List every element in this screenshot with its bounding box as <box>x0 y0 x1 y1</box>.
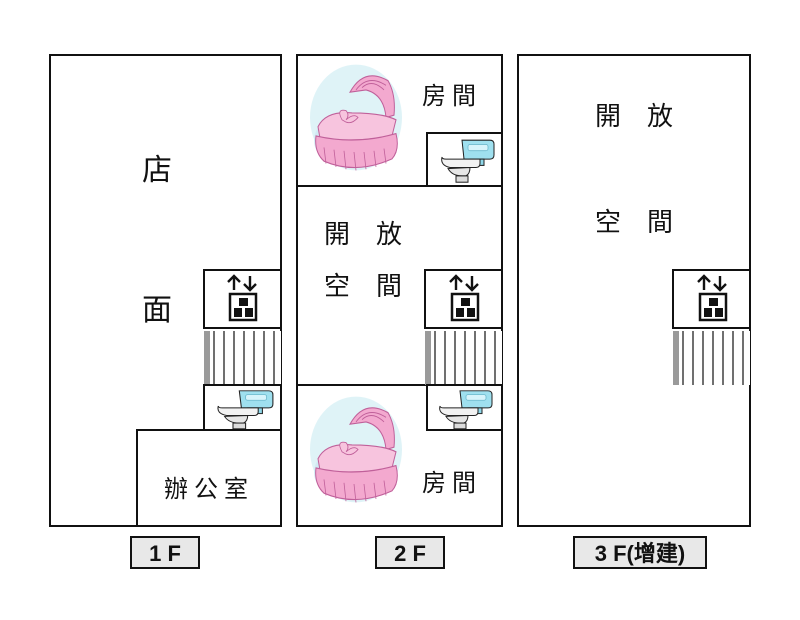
floor-label-1f-text: 1 F <box>149 541 181 566</box>
open-space-label-line2: 空 間 <box>595 208 673 238</box>
stairs-icon <box>424 330 503 386</box>
office-room <box>136 429 282 527</box>
open-space-label-line1: 開 放 <box>595 102 673 132</box>
floor-label-2f: 2 F <box>375 536 445 569</box>
bedroom-top-label: 房間 <box>422 82 482 110</box>
bedroom-bottom-label: 房間 <box>422 469 482 497</box>
stairs-icon <box>203 330 282 386</box>
cradle-icon <box>309 396 403 503</box>
shop-label-line1: 店 <box>142 153 172 188</box>
elevator-box <box>203 269 282 329</box>
floor-label-1f: 1 F <box>130 536 200 569</box>
cradle-icon <box>309 64 403 171</box>
floor-1f: 店 面 辦公室 <box>49 54 282 527</box>
office-label: 辦公室 <box>164 475 254 503</box>
open-space-label-line2: 空 間 <box>324 272 402 302</box>
floor-label-2f-text: 2 F <box>394 541 426 566</box>
floor-2f: 房間 開 放 空 間 房間 <box>296 54 503 527</box>
floor-label-3f-text: 3 F(增建) <box>595 541 685 566</box>
floor-3f: 開 放 空 間 <box>517 54 751 527</box>
stairs-icon <box>672 330 751 386</box>
open-space-label-line1: 開 放 <box>324 220 402 250</box>
shop-label-line2: 面 <box>142 293 172 328</box>
floor-label-3f: 3 F(增建) <box>573 536 707 569</box>
